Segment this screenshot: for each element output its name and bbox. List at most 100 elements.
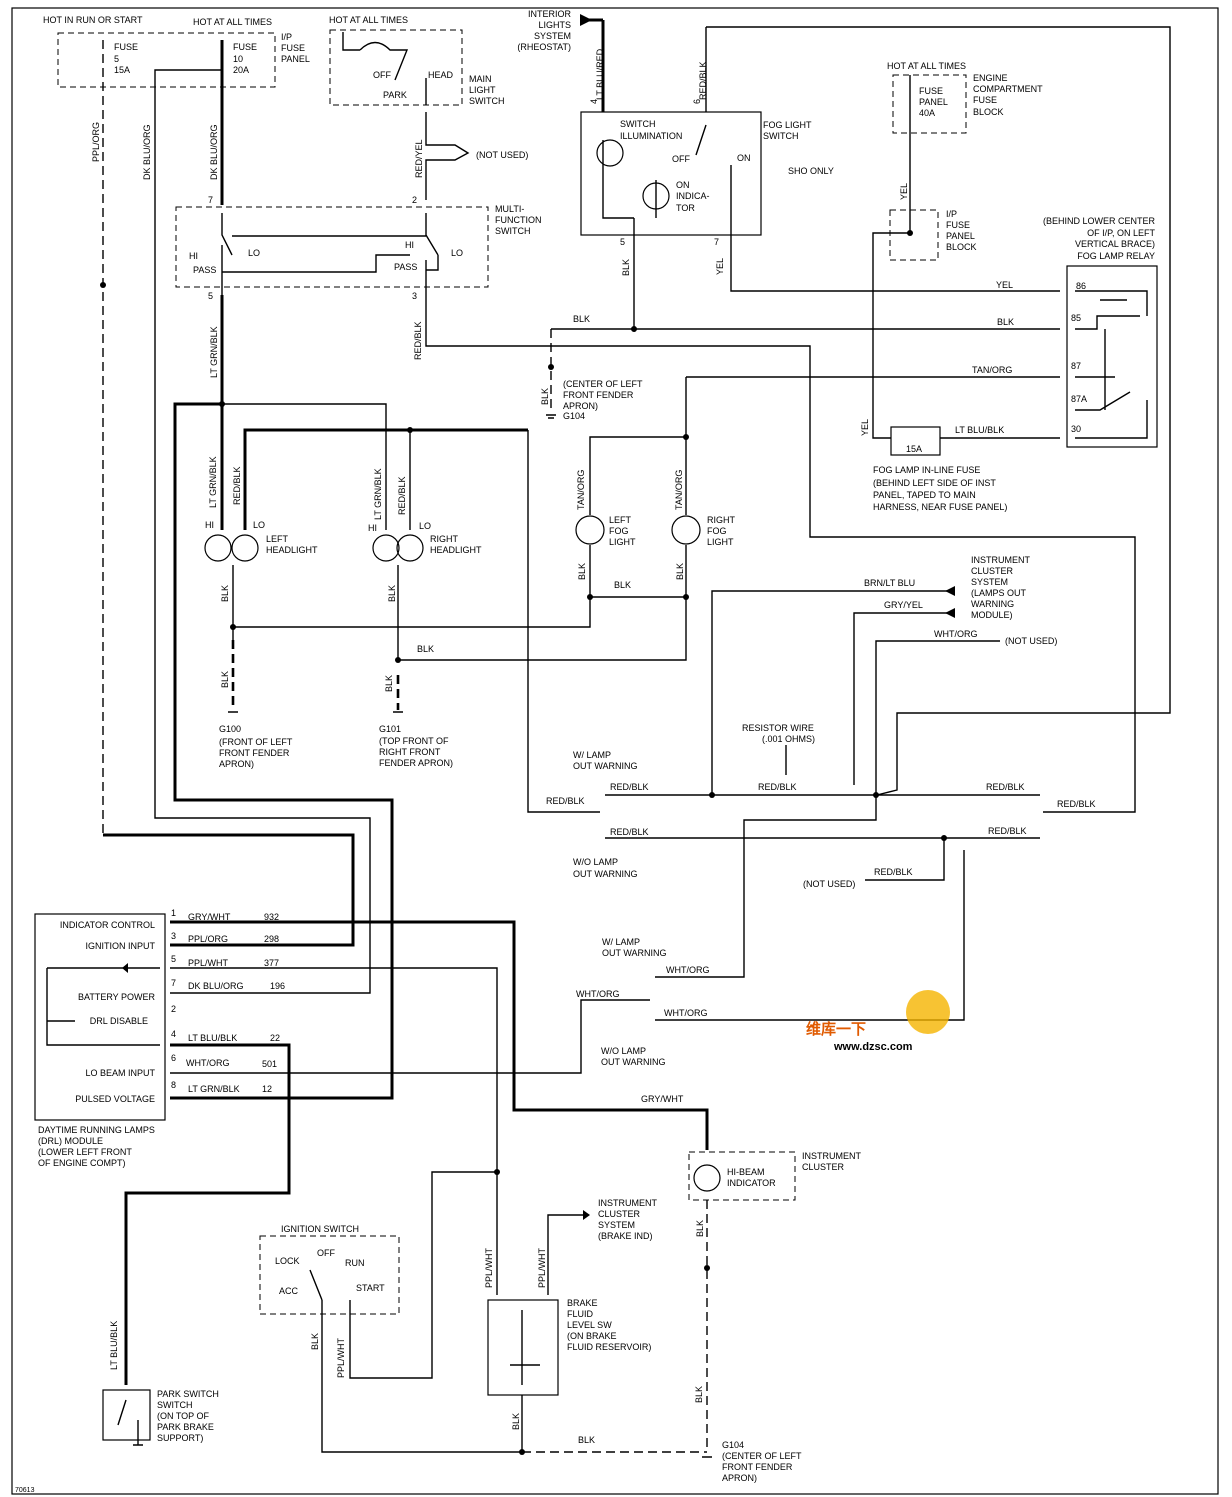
drl-internals bbox=[46, 967, 160, 1046]
label: (DRL) MODULE bbox=[38, 1136, 103, 1146]
brake-fluid-switch-box bbox=[487, 1299, 559, 1396]
main-light-switch-contacts bbox=[342, 32, 409, 81]
wire-label: BLK bbox=[694, 1386, 704, 1403]
label: HOT IN RUN OR START bbox=[43, 15, 143, 25]
label: RIGHT FRONT bbox=[379, 747, 441, 757]
label: 196 bbox=[270, 981, 285, 991]
wire-label: BLK bbox=[220, 671, 230, 688]
label: INSTRUMENT bbox=[802, 1151, 861, 1161]
wire-yel-relay bbox=[730, 235, 1060, 292]
wires bbox=[46, 14, 1171, 1458]
label: 1 bbox=[171, 908, 176, 918]
label: 维库一下 bbox=[806, 1020, 866, 1038]
label: RUN bbox=[345, 1258, 365, 1268]
main-light-switch-box bbox=[329, 29, 463, 106]
wire-label: RED/BLK bbox=[610, 782, 649, 792]
label: 377 bbox=[264, 958, 279, 968]
label: PPL/ORG bbox=[188, 934, 228, 944]
label: (FRONT OF LEFT bbox=[219, 737, 293, 747]
wire-label: GRY/YEL bbox=[884, 600, 923, 610]
wire-ppl-org-drl bbox=[103, 833, 355, 947]
label: OF I/P, ON LEFT bbox=[1087, 228, 1155, 238]
label: BATTERY POWER bbox=[78, 992, 156, 1002]
label: 6 bbox=[171, 1053, 176, 1063]
label: G100 bbox=[219, 724, 241, 734]
wire-gry-wht bbox=[170, 920, 709, 1150]
label: INSTRUMENT bbox=[971, 555, 1030, 565]
wire-label: RED/BLK bbox=[1057, 799, 1096, 809]
label: 2 bbox=[171, 1004, 176, 1014]
label: OUT WARNING bbox=[573, 869, 638, 879]
wire-ppl-wht bbox=[170, 967, 498, 1379]
wire-label: LT GRN/BLK bbox=[209, 326, 219, 378]
label: SYSTEM bbox=[534, 31, 571, 41]
pin-label: 5 bbox=[208, 291, 213, 301]
label: PANEL bbox=[281, 54, 310, 64]
fog-light-switch-box bbox=[580, 111, 762, 236]
wire-label: BLK bbox=[675, 563, 685, 580]
label: OFF bbox=[373, 70, 391, 80]
label: FUSE bbox=[919, 86, 943, 96]
label: 3 bbox=[171, 931, 176, 941]
ignition-switch-box bbox=[259, 1235, 400, 1315]
label: OFF bbox=[672, 154, 690, 164]
label: FOG bbox=[609, 526, 629, 536]
wire-label: WHT/ORG bbox=[664, 1008, 708, 1018]
label: FRONT FENDER bbox=[563, 390, 634, 400]
label: DAYTIME RUNNING LAMPS bbox=[38, 1125, 155, 1135]
label: SYSTEM bbox=[598, 1220, 635, 1230]
label: LO bbox=[451, 248, 463, 258]
wire-red-yel bbox=[425, 112, 470, 200]
label: (CENTER OF LEFT bbox=[722, 1451, 802, 1461]
label: RIGHT bbox=[707, 515, 736, 525]
wire-label: RED/BLK bbox=[397, 476, 407, 515]
label: 10 bbox=[233, 54, 243, 64]
wire-label: BLK bbox=[621, 259, 631, 276]
pin-label: 85 bbox=[1071, 313, 1081, 323]
label: HOT AT ALL TIMES bbox=[887, 61, 966, 71]
inline-fuse-box bbox=[890, 426, 941, 456]
engine-fuse-block-box bbox=[892, 74, 967, 134]
label: 5 bbox=[114, 54, 119, 64]
label: HOT AT ALL TIMES bbox=[193, 17, 272, 27]
label: (BEHIND LOWER CENTER bbox=[1043, 216, 1156, 226]
wire-label: BLK bbox=[417, 644, 434, 654]
label: HOT AT ALL TIMES bbox=[329, 15, 408, 25]
label: FENDER APRON) bbox=[379, 758, 453, 768]
wire-label: BLK bbox=[578, 1435, 595, 1445]
wire-label: YEL bbox=[996, 280, 1013, 290]
pin-label: 87 bbox=[1071, 361, 1081, 371]
label: INDICATOR bbox=[727, 1178, 776, 1188]
pin-label: 3 bbox=[412, 291, 417, 301]
label: FLUID bbox=[567, 1309, 594, 1319]
wire-label: RED/BLK bbox=[546, 796, 585, 806]
label: MULTI- bbox=[495, 204, 524, 214]
label: 15A bbox=[906, 444, 922, 454]
wire-label: BLK bbox=[997, 317, 1014, 327]
wire-label: RED/BLK bbox=[232, 466, 242, 505]
wire-label: YEL bbox=[860, 419, 870, 436]
label: FOG LAMP RELAY bbox=[1077, 251, 1155, 261]
wire-blk-ignition bbox=[321, 1300, 522, 1453]
park-switch-box bbox=[102, 1389, 151, 1441]
label: PANEL, TAPED TO MAIN bbox=[873, 490, 976, 500]
wire-red-blk-lo-2 bbox=[409, 430, 600, 813]
label: HARNESS, NEAR FUSE PANEL) bbox=[873, 502, 1007, 512]
wire-label: RED/YEL bbox=[414, 139, 424, 178]
instrument-cluster-box bbox=[688, 1151, 796, 1201]
ground-symbols bbox=[133, 414, 712, 1458]
label: LIGHTS bbox=[538, 20, 571, 30]
label: APRON) bbox=[219, 759, 254, 769]
border bbox=[11, 7, 1219, 1495]
label: (LAMPS OUT bbox=[971, 588, 1027, 598]
wire-blk-headlights bbox=[232, 565, 399, 660]
watermark-logo: 维库一下 www.dzsc.com bbox=[806, 990, 950, 1053]
label: 501 bbox=[262, 1059, 277, 1069]
label: LIGHT bbox=[707, 537, 734, 547]
wire-label: LT GRN/BLK bbox=[373, 468, 383, 520]
label: (ON BRAKE bbox=[567, 1331, 617, 1341]
label: 5 bbox=[171, 954, 176, 964]
label: PPL/WHT bbox=[188, 958, 229, 968]
